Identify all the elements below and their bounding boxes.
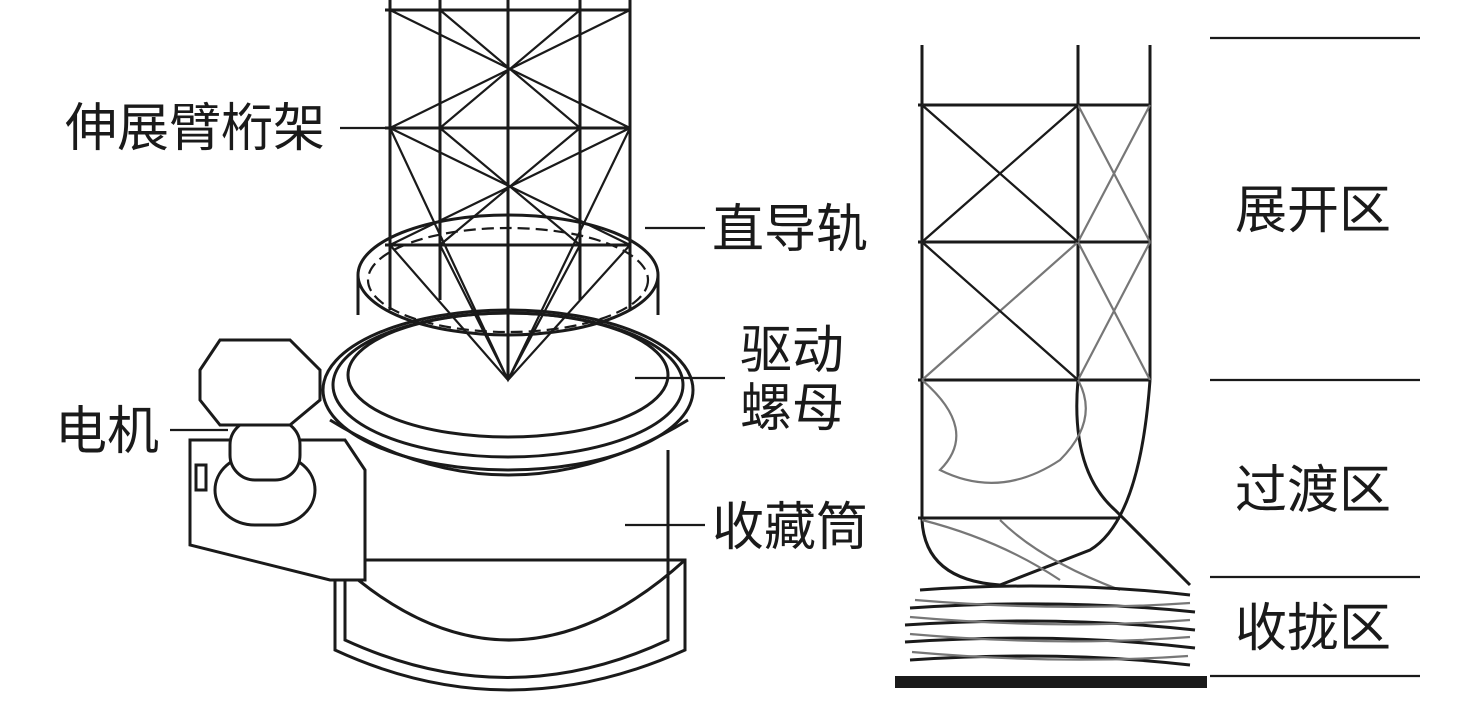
zone-stowed-label: 收拢区	[1235, 599, 1391, 659]
zone-deployed-label: 展开区	[1235, 181, 1391, 241]
right-mast-drawing: 展开区 过渡区 收拢区	[895, 36, 1420, 688]
label-truss: 伸展臂桁架	[65, 99, 325, 159]
zone-dividers	[1210, 36, 1420, 678]
zone-transition-label: 过渡区	[1235, 461, 1391, 521]
label-motor: 电机	[55, 402, 159, 462]
label-canister: 收藏筒	[712, 498, 868, 558]
left-mechanism-drawing: 伸展臂桁架 直导轨 驱动 螺母 收藏筒 电机	[55, 0, 868, 692]
label-drive-nut-2: 螺母	[740, 379, 844, 439]
storage-canister	[321, 308, 695, 692]
motor	[188, 338, 367, 582]
extension-truss	[356, 0, 660, 383]
label-rail: 直导轨	[712, 200, 868, 260]
label-drive-nut-1: 驱动	[740, 321, 844, 381]
stowed-coils	[895, 584, 1207, 688]
base-plate	[895, 676, 1207, 688]
leader-lines	[170, 126, 725, 527]
